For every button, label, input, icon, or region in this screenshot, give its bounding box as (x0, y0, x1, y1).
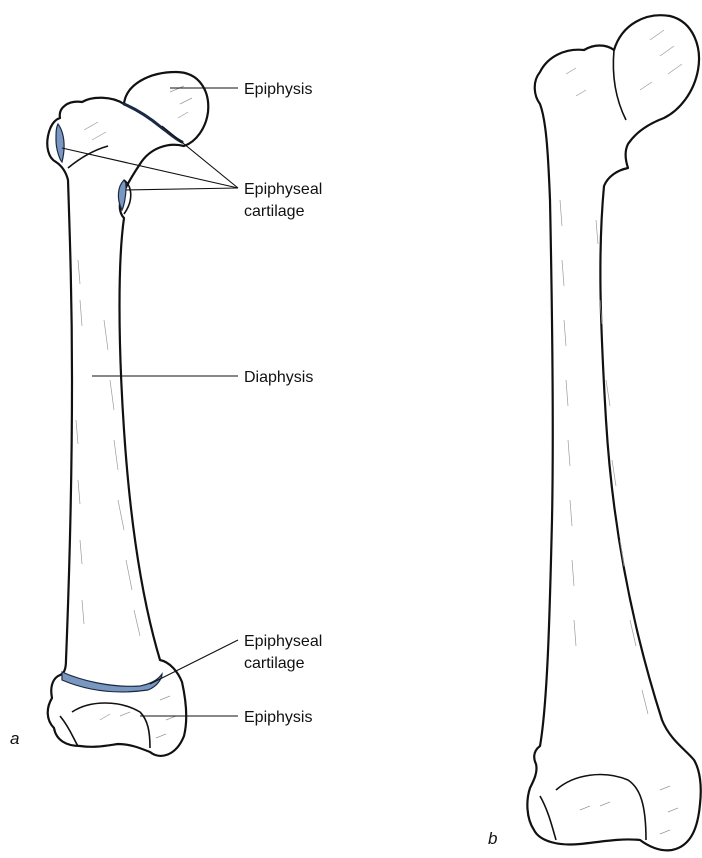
panel-letter-b: b (488, 829, 497, 848)
label-epiphyseal-bottom-line1: Epiphyseal (244, 633, 322, 650)
panel-letter-a: a (10, 729, 19, 748)
label-epiphysis-top: Epiphysis (244, 81, 312, 98)
label-epiphyseal-bottom-line2: cartilage (244, 655, 305, 672)
label-diaphysis: Diaphysis (244, 369, 313, 386)
femur-a-outline (47, 72, 208, 756)
leader-cartilage-lesser-troch (126, 188, 238, 190)
femur-a: Epiphysis Epiphyseal cartilage Diaphysis… (10, 72, 322, 756)
label-epiphyseal-top-line2: cartilage (244, 203, 305, 220)
label-epiphyseal-top-line1: Epiphyseal (244, 181, 322, 198)
leader-cartilage-head (162, 126, 238, 188)
femur-b: b (488, 15, 701, 850)
femur-b-outline (527, 15, 700, 850)
label-epiphysis-bottom: Epiphysis (244, 709, 312, 726)
